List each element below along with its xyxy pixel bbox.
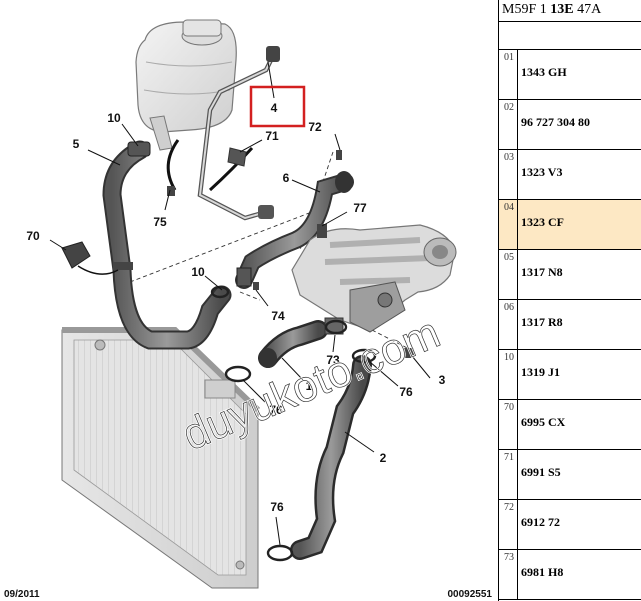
reference-row[interactable]: 70 6995 CX [499, 400, 641, 450]
row-index: 01 [504, 52, 514, 63]
reference-table: 01 1343 GH 02 96 727 304 80 03 1323 V3 04 1323 … [499, 50, 641, 600]
row-part-number: 6995 CX [521, 415, 566, 429]
row-part-number: 6981 H8 [521, 565, 564, 579]
row-separator [517, 500, 518, 549]
hose-clamps [210, 285, 377, 562]
callout-6: 6 [283, 171, 290, 185]
callout-76-right: 76 [399, 385, 413, 399]
reference-header: M59F 1 13E 47A [499, 0, 641, 22]
sensor-70 [61, 241, 119, 275]
hose-5 [102, 140, 232, 350]
reference-row[interactable]: 10 1319 J1 [499, 350, 641, 400]
row-index: 72 [504, 502, 514, 513]
row-separator [517, 150, 518, 199]
row-part-number: 1343 GH [521, 65, 567, 79]
callout-76-bottom: 76 [270, 500, 284, 514]
reference-row[interactable]: 05 1317 N8 [499, 250, 641, 300]
header-prefix: M59F 1 [502, 2, 551, 17]
row-separator [517, 50, 518, 99]
reference-row[interactable]: 73 6981 H8 [499, 550, 641, 600]
row-index: 03 [504, 152, 514, 163]
row-index: 05 [504, 252, 514, 263]
callout-71: 71 [265, 129, 279, 143]
row-part-number: 1317 R8 [521, 315, 563, 329]
callout-5: 5 [73, 137, 80, 151]
row-separator [517, 550, 518, 599]
row-part-number: 1323 CF [521, 215, 564, 229]
hose-6 [235, 171, 354, 289]
row-separator [517, 400, 518, 449]
callout-10-top: 10 [107, 111, 121, 125]
callout-4: 4 [271, 101, 278, 115]
row-separator [517, 300, 518, 349]
header-bold: 13E [550, 2, 574, 17]
row-index: 04 [504, 202, 514, 213]
row-index: 06 [504, 302, 514, 313]
callout-72: 72 [308, 120, 322, 134]
bleed-pipe [166, 46, 280, 221]
callout-3: 3 [439, 373, 446, 387]
row-separator [517, 450, 518, 499]
row-index: 10 [504, 352, 514, 363]
row-part-number: 1319 J1 [521, 365, 560, 379]
callout-73: 73 [326, 353, 340, 367]
reference-row[interactable]: 02 96 727 304 80 [499, 100, 641, 150]
row-separator [517, 350, 518, 399]
thermostat-housing [291, 224, 457, 333]
row-index: 70 [504, 402, 514, 413]
footer-doc-number: 00092551 [448, 589, 493, 600]
reference-row[interactable]: 72 6912 72 [499, 500, 641, 550]
row-part-number: 6991 S5 [521, 465, 561, 479]
parts-diagram: 4 71 72 10 5 75 6 77 70 10 74 73 3 1 76 … [4, 19, 493, 600]
reference-row[interactable]: 06 1317 R8 [499, 300, 641, 350]
reference-row[interactable]: 04 1323 CF [499, 200, 641, 250]
row-part-number: 1317 N8 [521, 265, 563, 279]
callout-77: 77 [353, 201, 367, 215]
row-index: 02 [504, 102, 514, 113]
small-fittings [167, 150, 414, 358]
reference-row[interactable]: 03 1323 V3 [499, 150, 641, 200]
callout-76-left: 76 [269, 403, 283, 417]
reference-row[interactable]: 01 1343 GH [499, 50, 641, 100]
callout-2: 2 [380, 451, 387, 465]
leader-lines [49, 61, 431, 546]
expansion-tank [135, 19, 237, 151]
callout-10-mid: 10 [191, 265, 205, 279]
callout-70: 70 [26, 229, 40, 243]
header-suffix: 47A [573, 2, 602, 17]
hose-2 [290, 355, 372, 560]
radiator [61, 327, 261, 589]
footer-date: 09/2011 [4, 589, 40, 600]
row-part-number: 96 727 304 80 [521, 115, 590, 129]
row-part-number: 1323 V3 [521, 165, 563, 179]
highlight-box [249, 85, 306, 128]
callout-labels: 4 71 72 10 5 75 6 77 70 10 74 73 3 1 76 … [26, 101, 445, 514]
row-index: 73 [504, 552, 514, 563]
row-separator [517, 250, 518, 299]
row-part-number: 6912 72 [521, 515, 560, 529]
callout-74: 74 [271, 309, 285, 323]
reference-row[interactable]: 71 6991 S5 [499, 450, 641, 500]
row-index: 71 [504, 452, 514, 463]
callout-75: 75 [153, 215, 167, 229]
callout-1: 1 [306, 379, 313, 393]
row-separator [517, 200, 518, 249]
row-separator [517, 100, 518, 149]
reference-blank-row [499, 22, 641, 50]
